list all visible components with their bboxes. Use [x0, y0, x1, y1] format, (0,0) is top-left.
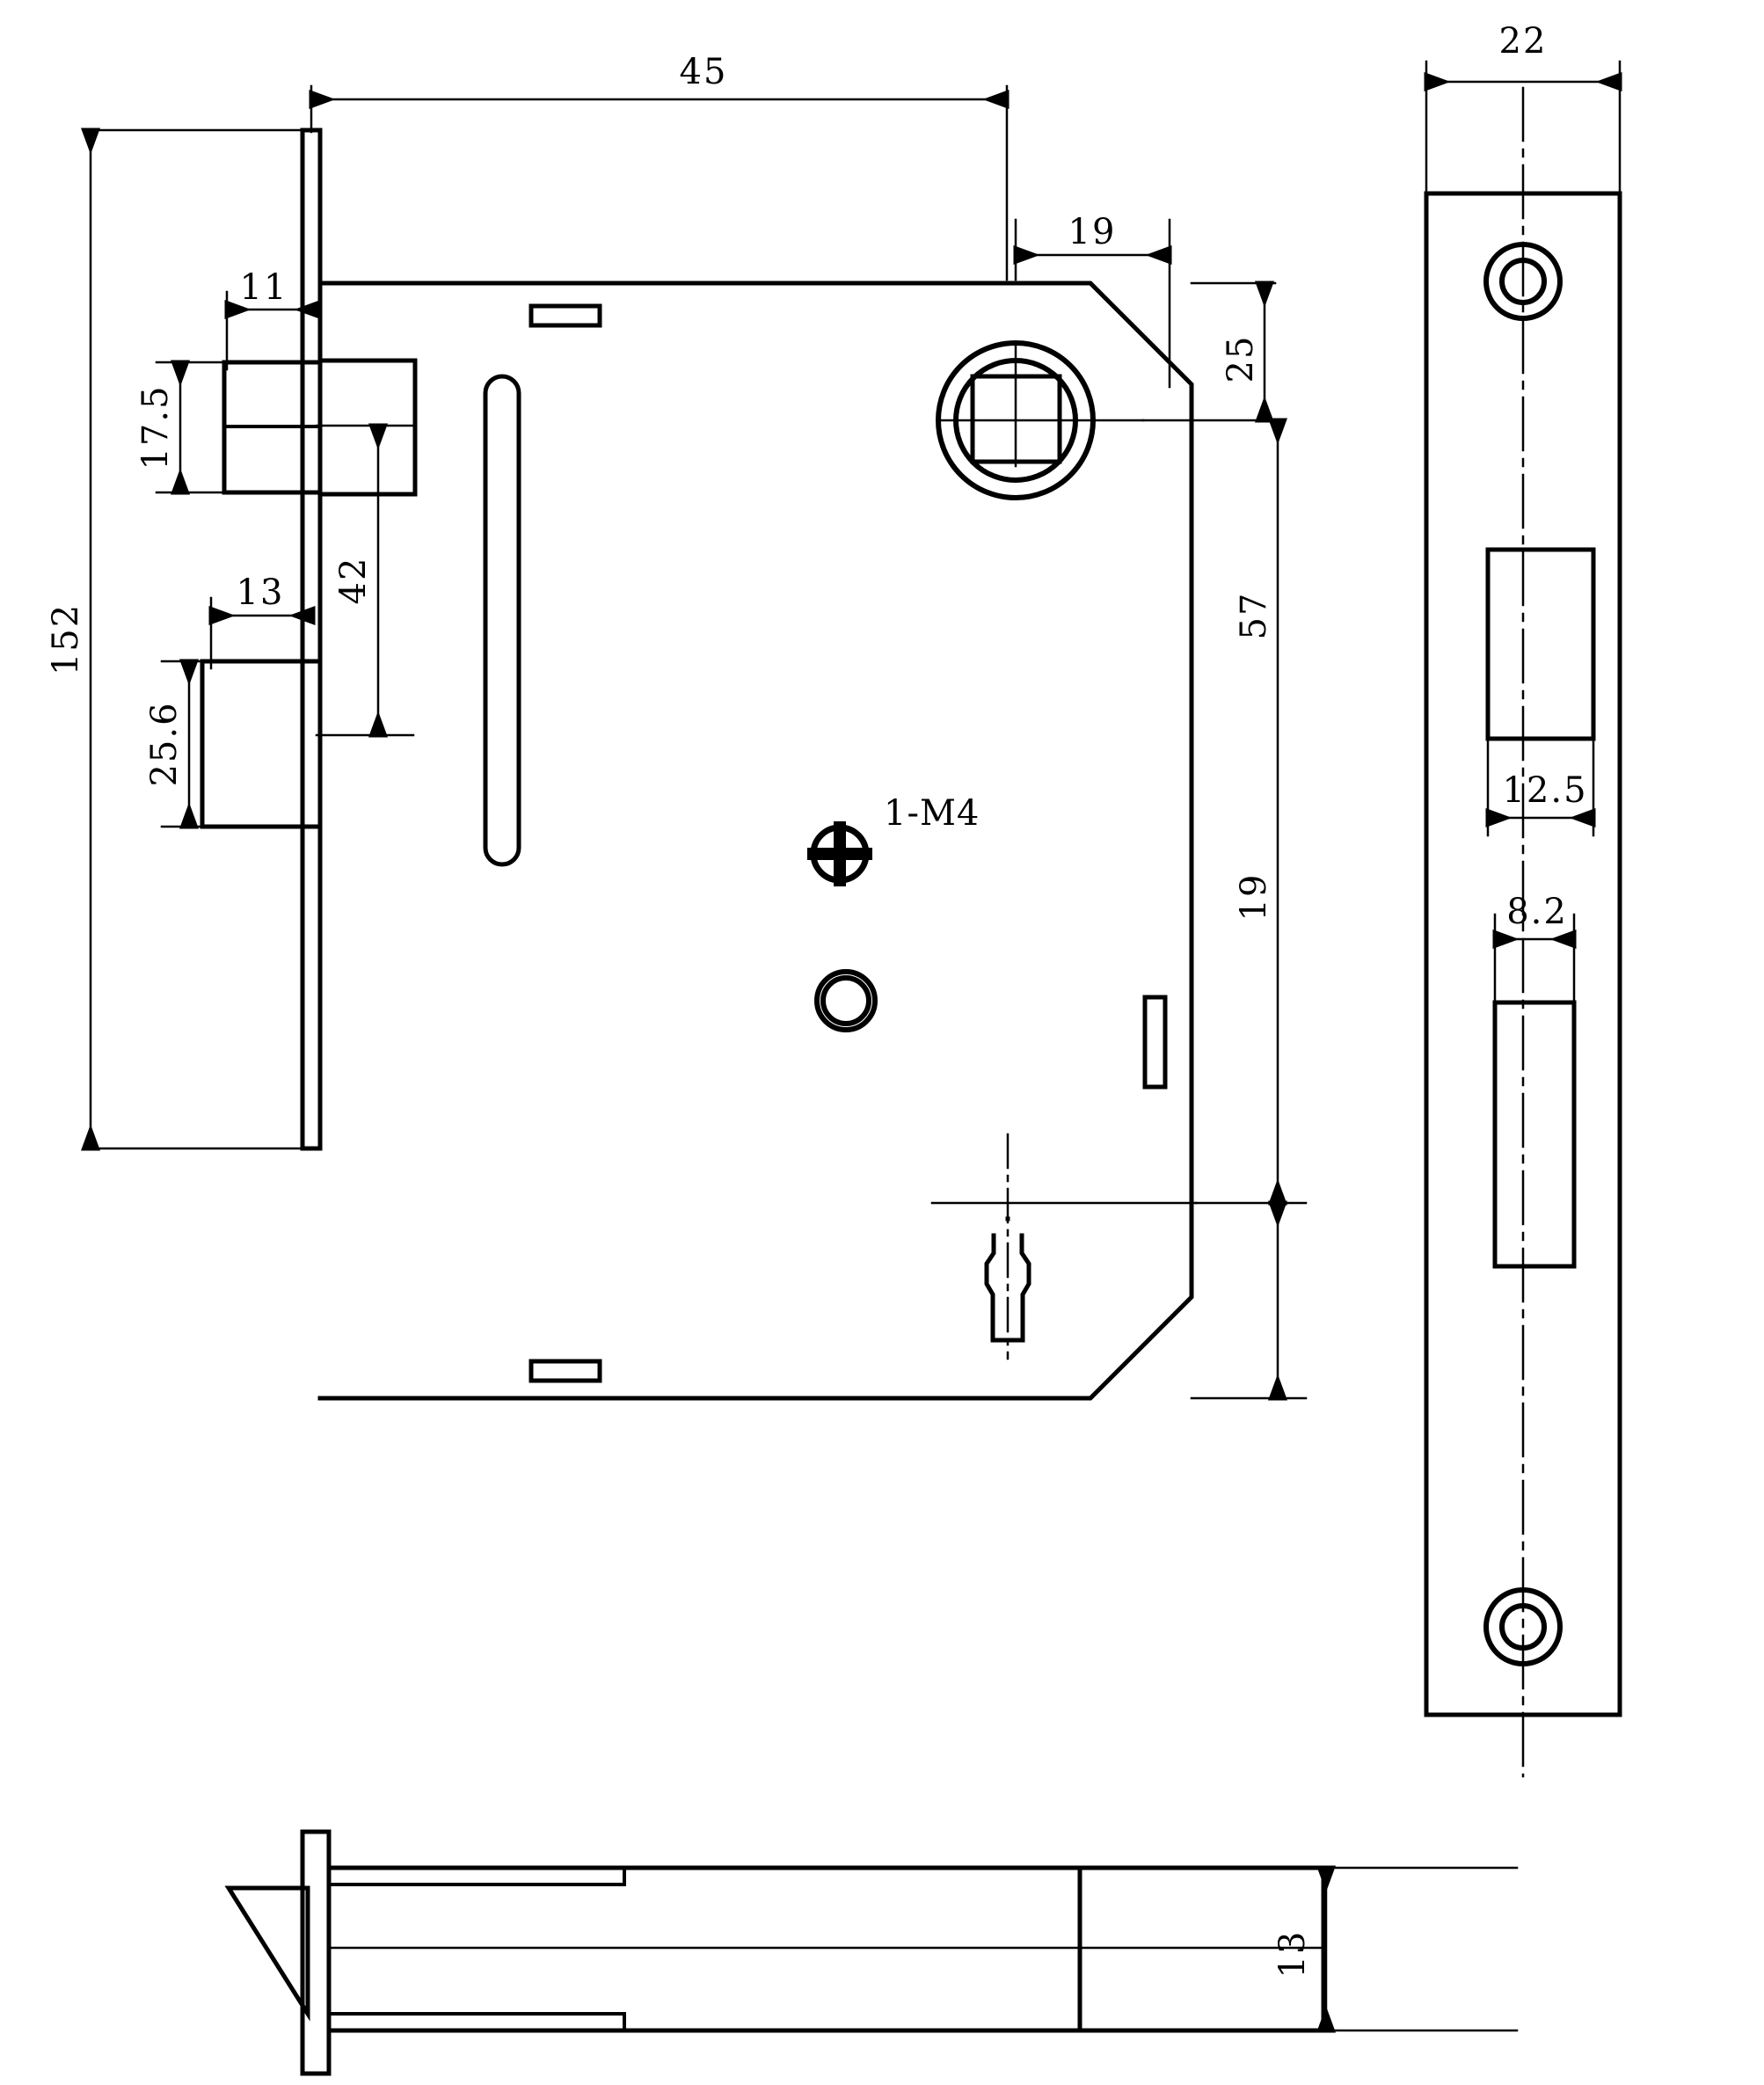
m4-screw-symbol	[807, 821, 872, 886]
bottom-profile-view	[224, 1829, 1519, 2076]
dim-label-57: 57	[1234, 592, 1274, 640]
dim-label-8-2: 8.2	[1506, 892, 1568, 932]
profile-case-body	[326, 1865, 1326, 2033]
dim-19-bottom	[1190, 1200, 1308, 1401]
lower-mounting-slot	[528, 1359, 602, 1383]
dim-label-152: 152	[46, 603, 86, 675]
upper-mounting-slot	[528, 303, 602, 328]
dim-label-25: 25	[1221, 335, 1261, 383]
screw-note-label: 1-M4	[884, 793, 980, 834]
dim-label-25-6: 25.6	[144, 701, 185, 786]
dim-152	[81, 128, 308, 1151]
dim-label-11: 11	[240, 267, 288, 308]
dim-label-13-left: 13	[237, 572, 285, 613]
faceplate-plate	[300, 128, 323, 1151]
spindle-centerlines	[939, 341, 1145, 468]
profile-faceplate-edge	[300, 1829, 332, 2076]
dim-12.5	[1485, 737, 1596, 837]
profile-bottom-lip	[327, 2012, 626, 2032]
latch-bolt	[222, 360, 323, 495]
right-side-slot	[1142, 995, 1168, 1090]
faceplate-latch-aperture	[1485, 547, 1596, 741]
dim-45	[309, 84, 1010, 281]
bolt-guide-slot	[483, 374, 521, 867]
dim-label-22: 22	[1499, 21, 1548, 62]
dim-label-45: 45	[680, 52, 728, 92]
dim-25.6	[160, 659, 301, 829]
faceplate-front-view	[1424, 86, 1622, 1778]
dim-label-12-5: 12.5	[1502, 770, 1587, 811]
profile-bevel	[224, 1885, 310, 2022]
dim-label-19-top: 19	[1068, 212, 1117, 252]
dim-25	[1141, 281, 1277, 423]
dim-8.2	[1492, 913, 1577, 1009]
dim-11	[224, 290, 321, 371]
front-section-view	[200, 128, 1198, 1401]
dim-13-left	[208, 596, 316, 670]
keyhole-centerlines	[930, 1133, 1198, 1360]
dim-label-13-bottom: 13	[1272, 1930, 1313, 1979]
dim-42	[315, 423, 415, 738]
lock-case-outline	[317, 281, 1194, 1401]
dim-label-17-5: 17.5	[135, 384, 176, 470]
pin-hole	[814, 969, 878, 1032]
dim-17.5	[155, 360, 317, 495]
dim-22	[1424, 60, 1622, 200]
dim-19-top	[1013, 218, 1172, 389]
dim-label-19-bottom: 19	[1234, 873, 1274, 922]
profile-top-lip	[327, 1866, 626, 1886]
latch-bolt-tail	[317, 358, 418, 497]
faceplate-deadbolt-aperture	[1492, 1000, 1577, 1269]
dim-label-42: 42	[333, 557, 374, 605]
